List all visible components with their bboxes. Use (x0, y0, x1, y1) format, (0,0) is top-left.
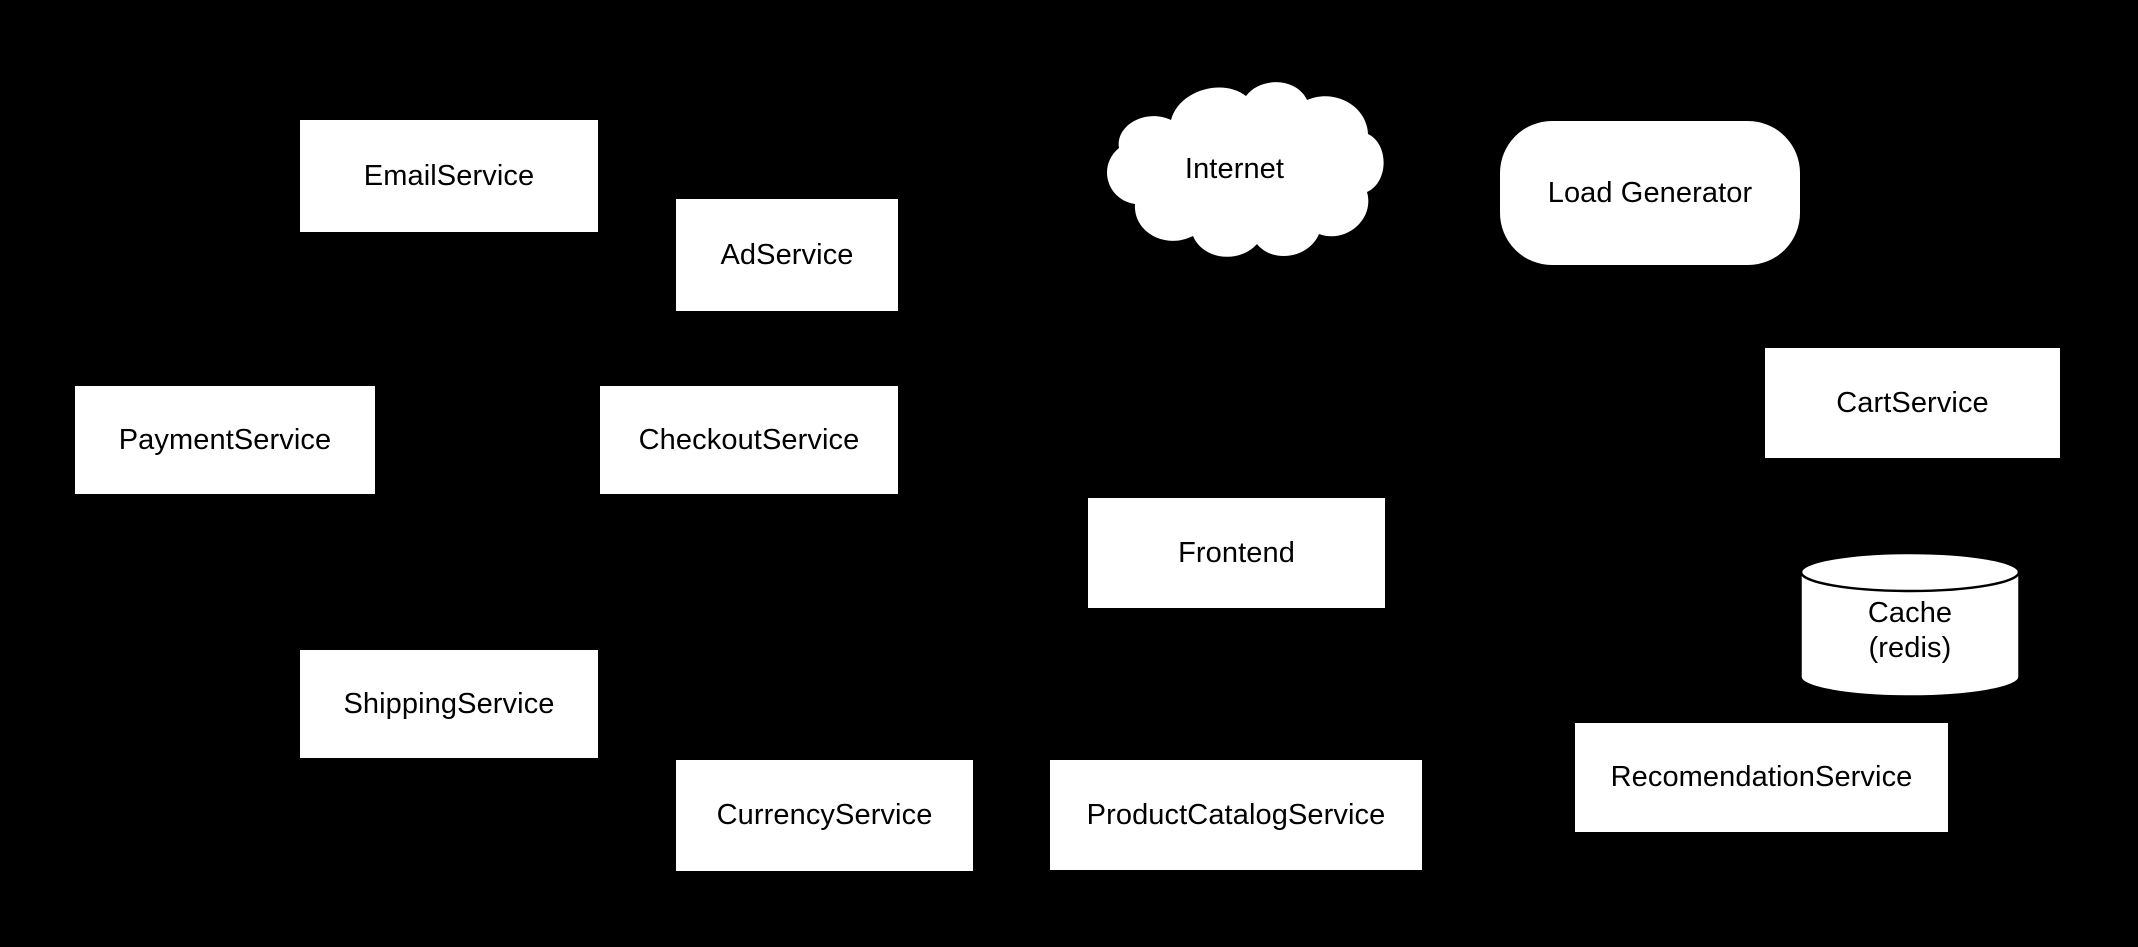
node-checkout-service[interactable]: CheckoutService (600, 386, 898, 494)
node-load-generator[interactable]: Load Generator (1500, 121, 1800, 265)
node-ad-service[interactable]: AdService (676, 199, 898, 311)
node-label-frontend: Frontend (1178, 536, 1295, 569)
node-label-load-generator: Load Generator (1547, 176, 1753, 209)
node-label-email-service: EmailService (363, 159, 535, 192)
node-label-cart-service: CartService (1836, 386, 1989, 419)
database-cylinder-icon (1800, 553, 2020, 696)
node-label-recomendation-service: RecomendationService (1610, 761, 1913, 794)
node-email-service[interactable]: EmailService (300, 120, 598, 232)
node-cart-service[interactable]: CartService (1765, 348, 2060, 458)
cloud-icon (1107, 82, 1384, 257)
node-frontend[interactable]: Frontend (1088, 498, 1385, 608)
node-internet[interactable]: Internet (1083, 74, 1386, 264)
node-label-payment-service: PaymentService (118, 423, 332, 456)
node-recomendation-service[interactable]: RecomendationService (1575, 723, 1948, 832)
node-label-shipping-service: ShippingService (343, 687, 555, 720)
node-cache-redis[interactable]: Cache (redis) (1800, 553, 2020, 696)
node-currency-service[interactable]: CurrencyService (676, 760, 973, 871)
node-label-ad-service: AdService (720, 238, 854, 271)
node-label-checkout-service: CheckoutService (638, 423, 860, 456)
node-label-product-catalog-service: ProductCatalogService (1086, 798, 1386, 831)
node-label-currency-service: CurrencyService (716, 799, 933, 832)
node-product-catalog-service[interactable]: ProductCatalogService (1050, 760, 1422, 870)
node-shipping-service[interactable]: ShippingService (300, 650, 598, 758)
node-payment-service[interactable]: PaymentService (75, 386, 375, 494)
